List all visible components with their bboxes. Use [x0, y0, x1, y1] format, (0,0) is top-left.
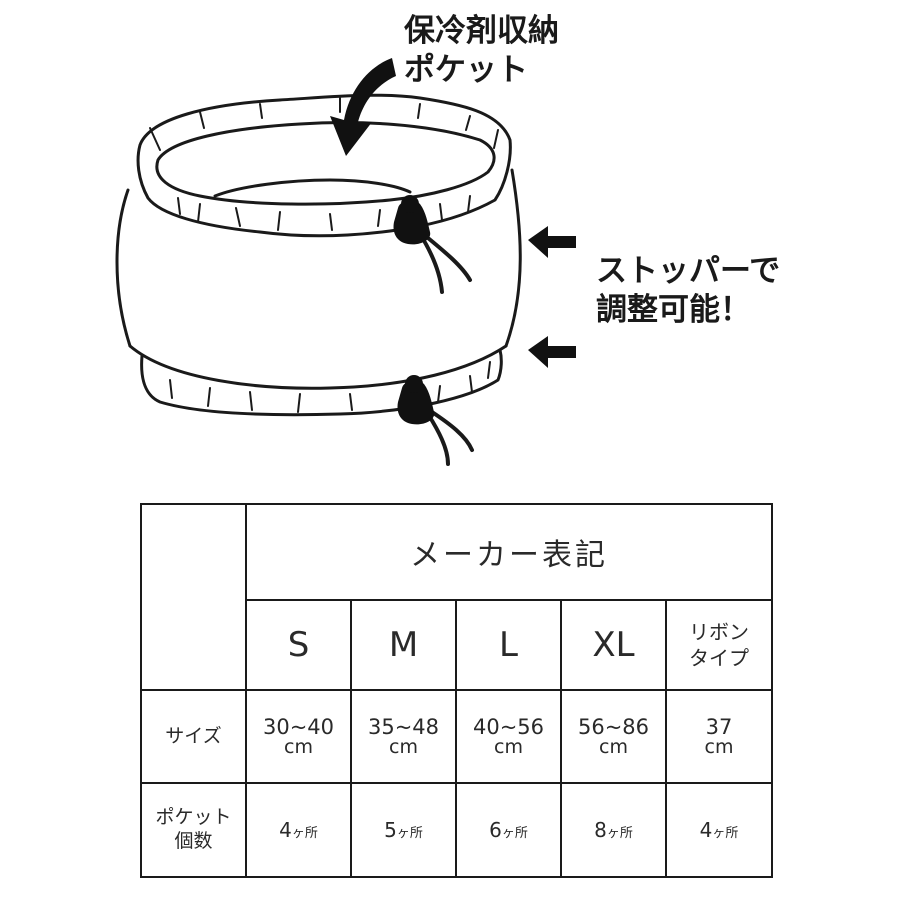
pocket-suffix: ヶ所 — [712, 826, 739, 841]
size-unit: cm — [494, 735, 523, 758]
size-unit: cm — [284, 735, 313, 758]
size-table: メーカー表記 S M L XL リボン タイプ サイズ 30~40 cm 35~… — [140, 503, 773, 878]
pocket-suffix: ヶ所 — [501, 826, 528, 841]
pocket-suffix: ヶ所 — [291, 826, 318, 841]
size-range: 35~48 — [367, 714, 440, 739]
bottom-stopper-knob — [405, 375, 423, 393]
size-range: 56~86 — [577, 714, 650, 739]
pocket-num: 4 — [699, 818, 713, 842]
body-bottom-seam — [128, 344, 508, 390]
bottom-cord — [426, 410, 474, 466]
pocket-count-s: 4ヶ所 — [245, 782, 352, 878]
ribbon-line1: リボン — [689, 620, 749, 644]
size-range: 40~56 — [472, 714, 545, 739]
size-value-m: 35~48 cm — [350, 689, 457, 784]
size-value-s: 30~40 cm — [245, 689, 352, 784]
pocket-num: 6 — [489, 818, 502, 842]
size-m: M — [350, 599, 457, 691]
bottom-band — [140, 348, 503, 417]
body-left — [115, 188, 132, 348]
stopper-callout-line1: ストッパーで — [596, 253, 781, 289]
size-xl: XL — [560, 599, 667, 691]
pocket-count-ribbon: 4ヶ所 — [665, 782, 773, 878]
top-cord — [418, 232, 472, 294]
size-value-l: 40~56 cm — [455, 689, 562, 784]
pocket-callout-line1: 保冷剤収納 — [404, 13, 559, 49]
top-stopper-knob — [401, 195, 419, 213]
row-label-size: サイズ — [140, 689, 247, 784]
size-label-row: S M L XL リボン タイプ — [141, 599, 773, 691]
pocket-num: 8 — [594, 818, 607, 842]
table-corner-cell — [140, 503, 247, 691]
table-row: ポケット 個数 4ヶ所 5ヶ所 6ヶ所 8ヶ所 4ヶ所 — [140, 782, 773, 878]
inner-opening — [155, 121, 496, 206]
stopper-callout-line2: 調整可能！ — [596, 291, 751, 328]
top-band-crinkles — [149, 97, 499, 231]
table-header-row: メーカー表記 — [140, 503, 773, 691]
body-right — [504, 168, 522, 348]
neck-cooler-illustration — [115, 58, 576, 466]
top-stopper — [393, 200, 431, 245]
bottom-band-crinkles — [169, 361, 491, 413]
stopper-arrow-top — [528, 226, 576, 258]
size-value-xl: 56~86 cm — [560, 689, 667, 784]
pocket-arrow — [330, 58, 396, 156]
stopper-callout: ストッパーで 調整可能！ — [596, 252, 780, 330]
top-rim — [136, 93, 512, 238]
size-ribbon-type: リボン タイプ — [665, 599, 773, 691]
pocket-count-l: 6ヶ所 — [455, 782, 562, 878]
pocket-num: 5 — [384, 818, 397, 842]
size-range: 37 — [705, 714, 733, 739]
pocket-suffix: ヶ所 — [606, 826, 633, 841]
pocket-count-xl: 8ヶ所 — [560, 782, 667, 878]
row-label-pockets: ポケット 個数 — [140, 782, 247, 878]
pocket-suffix: ヶ所 — [396, 826, 423, 841]
stopper-arrow-bottom — [528, 336, 576, 368]
bottom-stopper — [397, 380, 435, 425]
pockets-label-line1: ポケット — [155, 806, 232, 829]
inner-pocket — [213, 178, 412, 198]
size-l: L — [455, 599, 562, 691]
pocket-callout: 保冷剤収納 ポケット — [404, 12, 559, 90]
size-s: S — [245, 599, 352, 691]
size-unit: cm — [389, 735, 418, 758]
table-row: サイズ 30~40 cm 35~48 cm 40~56 cm 56~86 cm … — [140, 689, 773, 784]
pocket-callout-line2: ポケット — [404, 51, 528, 88]
ribbon-line2: タイプ — [689, 646, 749, 670]
maker-label-header: メーカー表記 — [245, 503, 773, 601]
pocket-count-m: 5ヶ所 — [350, 782, 457, 878]
pocket-num: 4 — [279, 818, 292, 842]
size-value-ribbon: 37 cm — [665, 689, 773, 784]
size-range: 30~40 — [262, 714, 335, 739]
size-unit: cm — [704, 735, 734, 758]
pockets-label-line2: 個数 — [174, 830, 213, 852]
size-unit: cm — [599, 735, 628, 758]
